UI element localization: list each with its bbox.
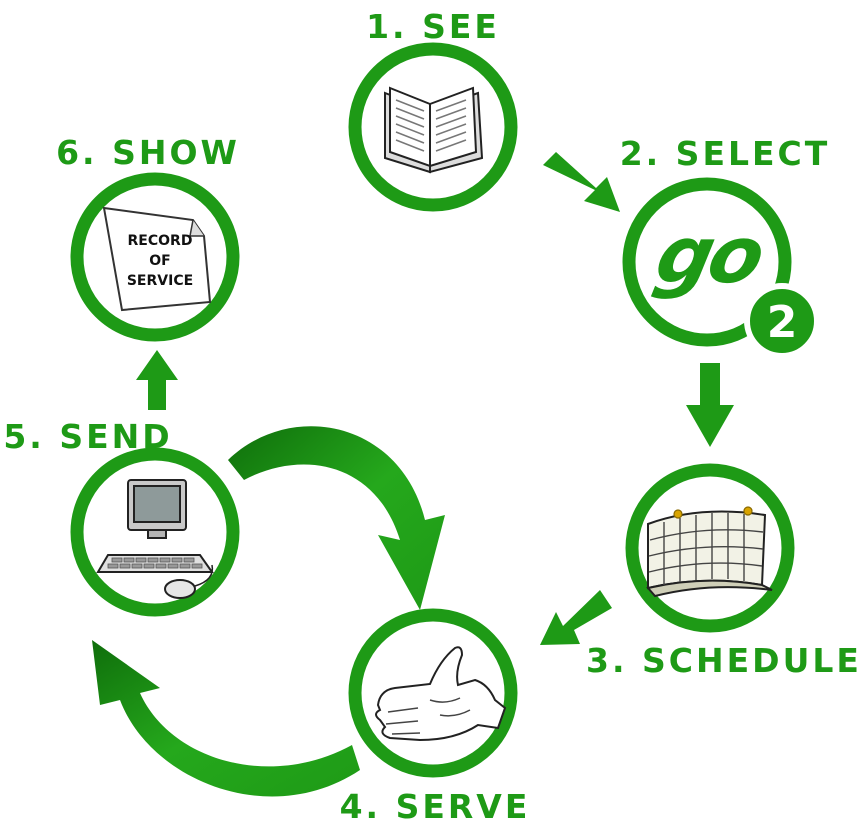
swoop-arrow-serve-to-send <box>92 640 360 797</box>
arrow-schedule-to-serve <box>540 590 612 645</box>
document-line-3: SERVICE <box>127 273 193 289</box>
step-label-schedule: 3. SCHEDULE <box>586 641 859 680</box>
step-label-serve: 4. SERVE <box>340 787 531 822</box>
arrow-select-to-schedule <box>686 363 734 447</box>
computer-icon <box>96 479 214 599</box>
go2-logo-text: go <box>648 210 771 301</box>
go2-badge-number: 2 <box>767 297 798 348</box>
swoop-arrow-send-to-serve <box>228 426 445 610</box>
open-book-icon <box>384 86 484 174</box>
calendar-icon <box>646 506 773 598</box>
document-line-1: RECORD <box>128 233 193 249</box>
step-label-see: 1. SEE <box>366 7 500 46</box>
arrow-see-to-select <box>543 152 620 212</box>
step-label-show: 6. SHOW <box>56 133 240 172</box>
arrow-send-to-show <box>136 350 178 410</box>
go2-logo-icon: go 2 <box>648 210 820 359</box>
open-hand-icon <box>375 646 507 742</box>
document-icon: RECORD OF SERVICE <box>102 206 212 312</box>
step-label-select: 2. SELECT <box>620 134 831 173</box>
circle-select <box>622 177 792 347</box>
document-line-2: OF <box>149 253 170 269</box>
